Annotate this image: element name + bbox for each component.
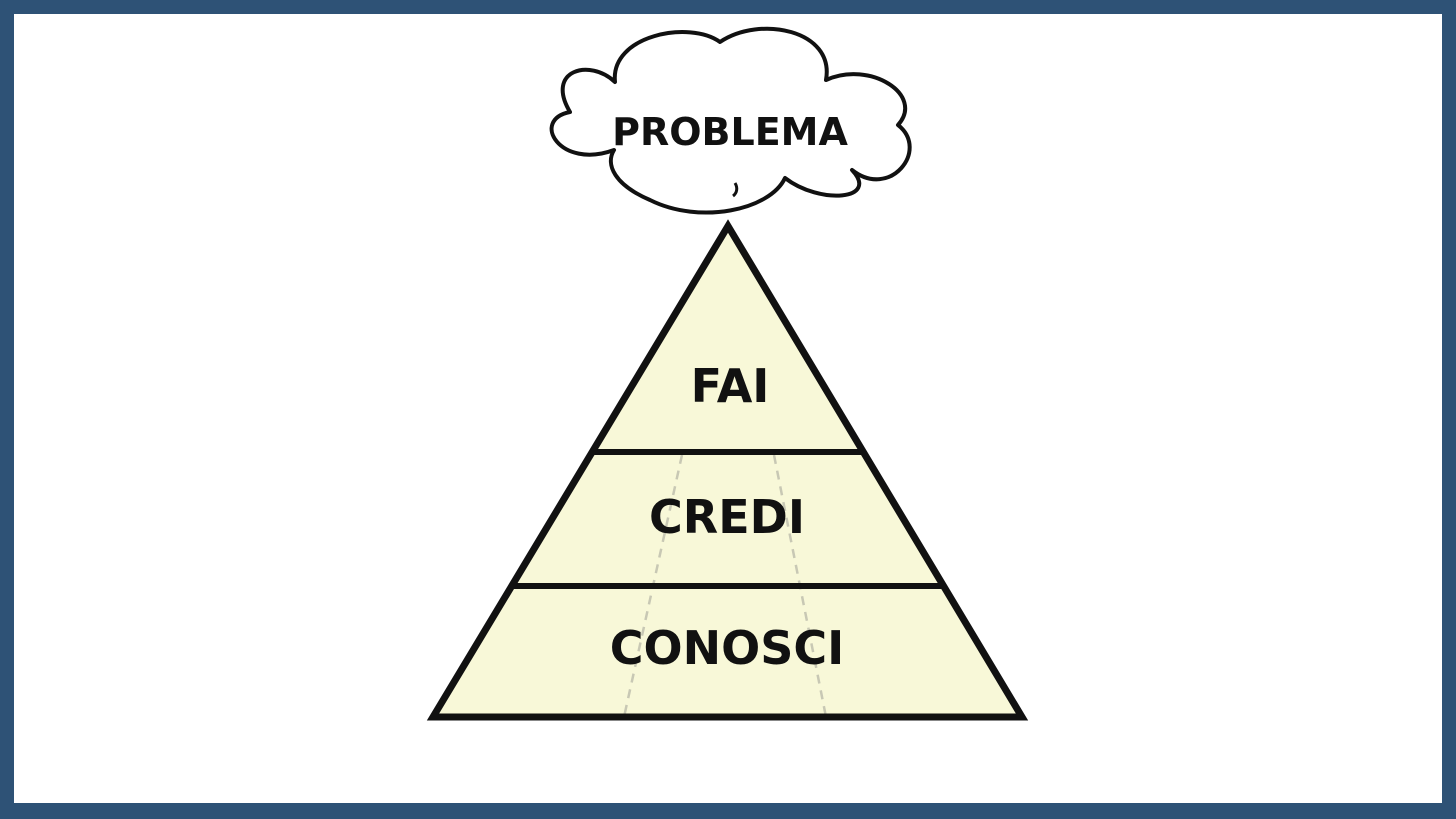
pyramid-outline [426,219,1029,721]
cloud-label: PROBLEMA [612,110,848,154]
pyramid-level-middle-label: CREDI [649,490,805,544]
pyramid-level-top-label: FAI [691,359,770,413]
pyramid-shape [433,226,1022,717]
pyramid-level-bottom-label: CONOSCI [610,621,844,675]
pyramid: FAI CREDI CONOSCI [426,219,1029,721]
cloud-shape [549,26,912,215]
problem-cloud: PROBLEMA [549,26,912,215]
cloud-inner-curve [732,182,739,198]
